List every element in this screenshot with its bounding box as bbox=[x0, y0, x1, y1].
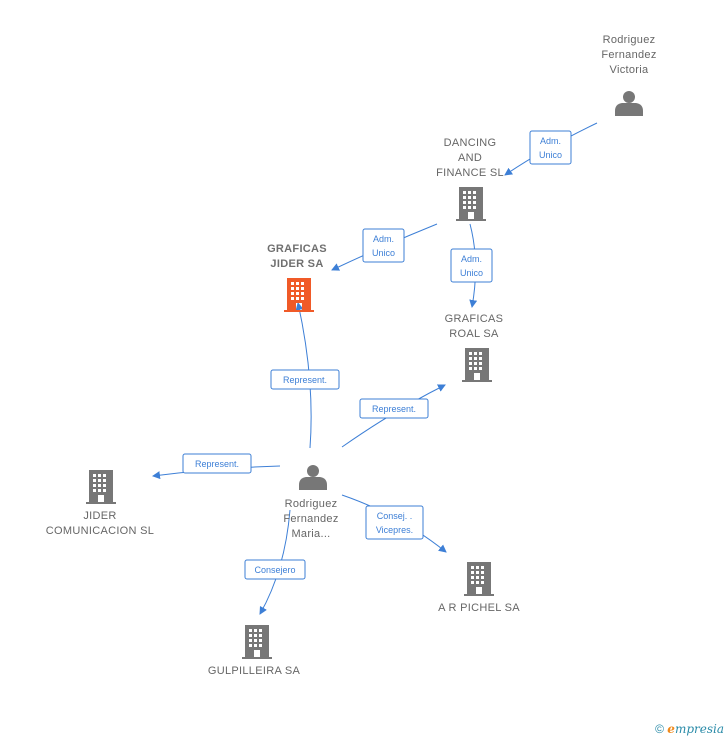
svg-text:Represent.: Represent. bbox=[283, 375, 327, 385]
edge-label-adm-unico: Adm. Unico bbox=[362, 228, 405, 263]
edge-label-represent: Represent. bbox=[182, 453, 252, 474]
building-icon[interactable] bbox=[284, 278, 314, 312]
svg-text:Unico: Unico bbox=[372, 248, 395, 258]
building-icon[interactable] bbox=[456, 187, 486, 221]
person-icon[interactable] bbox=[615, 91, 643, 116]
svg-text:Unico: Unico bbox=[460, 268, 483, 278]
node-label-graficas-roal[interactable]: GRAFICAS ROAL SA bbox=[444, 313, 504, 340]
svg-text:Represent.: Represent. bbox=[372, 404, 416, 414]
svg-text:Represent.: Represent. bbox=[195, 459, 239, 469]
node-label-graficas-jider[interactable]: GRAFICAS JIDER SA bbox=[267, 243, 327, 270]
building-icon[interactable] bbox=[86, 470, 116, 504]
building-icon[interactable] bbox=[464, 562, 494, 596]
node-label-rodriguez-maria[interactable]: Rodriguez Fernandez Maria... bbox=[283, 498, 339, 540]
edge-label-represent: Represent. bbox=[270, 369, 340, 390]
node-label-jider-comunicacion[interactable]: JIDER COMUNICACION SL bbox=[45, 510, 155, 537]
svg-text:Adm.: Adm. bbox=[461, 254, 482, 264]
edge-label-adm-unico: Adm. Unico bbox=[450, 248, 493, 283]
svg-text:Adm.: Adm. bbox=[540, 136, 561, 146]
svg-text:Consejero: Consejero bbox=[254, 565, 295, 575]
edge-label-represent: Represent. bbox=[359, 398, 429, 419]
node-label-rodriguez-victoria[interactable]: Rodriguez Fernandez Victoria bbox=[601, 34, 657, 76]
svg-text:Vicepres.: Vicepres. bbox=[376, 525, 413, 535]
svg-text:Consej. .: Consej. . bbox=[377, 511, 413, 521]
svg-text:Unico: Unico bbox=[539, 150, 562, 160]
copyright-symbol: © bbox=[655, 722, 664, 736]
building-icon[interactable] bbox=[462, 348, 492, 382]
empresia-logo: © empresia bbox=[655, 722, 724, 736]
node-label-gulpilleira[interactable]: GULPILLEIRA SA bbox=[207, 665, 301, 677]
svg-text:Adm.: Adm. bbox=[373, 234, 394, 244]
person-icon[interactable] bbox=[299, 465, 327, 490]
edge-label-consej-vicepres: Consej. . Vicepres. bbox=[365, 505, 424, 540]
edge-label-consejero: Consejero bbox=[244, 559, 306, 580]
brand-rest: mpresia bbox=[674, 722, 724, 736]
node-label-dancing[interactable]: DANCING AND FINANCE SL bbox=[436, 137, 504, 179]
building-icon[interactable] bbox=[242, 625, 272, 659]
node-label-ar-pichel[interactable]: A R PICHEL SA bbox=[438, 602, 520, 614]
edge-label-adm-unico: Adm. Unico bbox=[529, 130, 572, 165]
brand-e: e bbox=[667, 722, 675, 736]
